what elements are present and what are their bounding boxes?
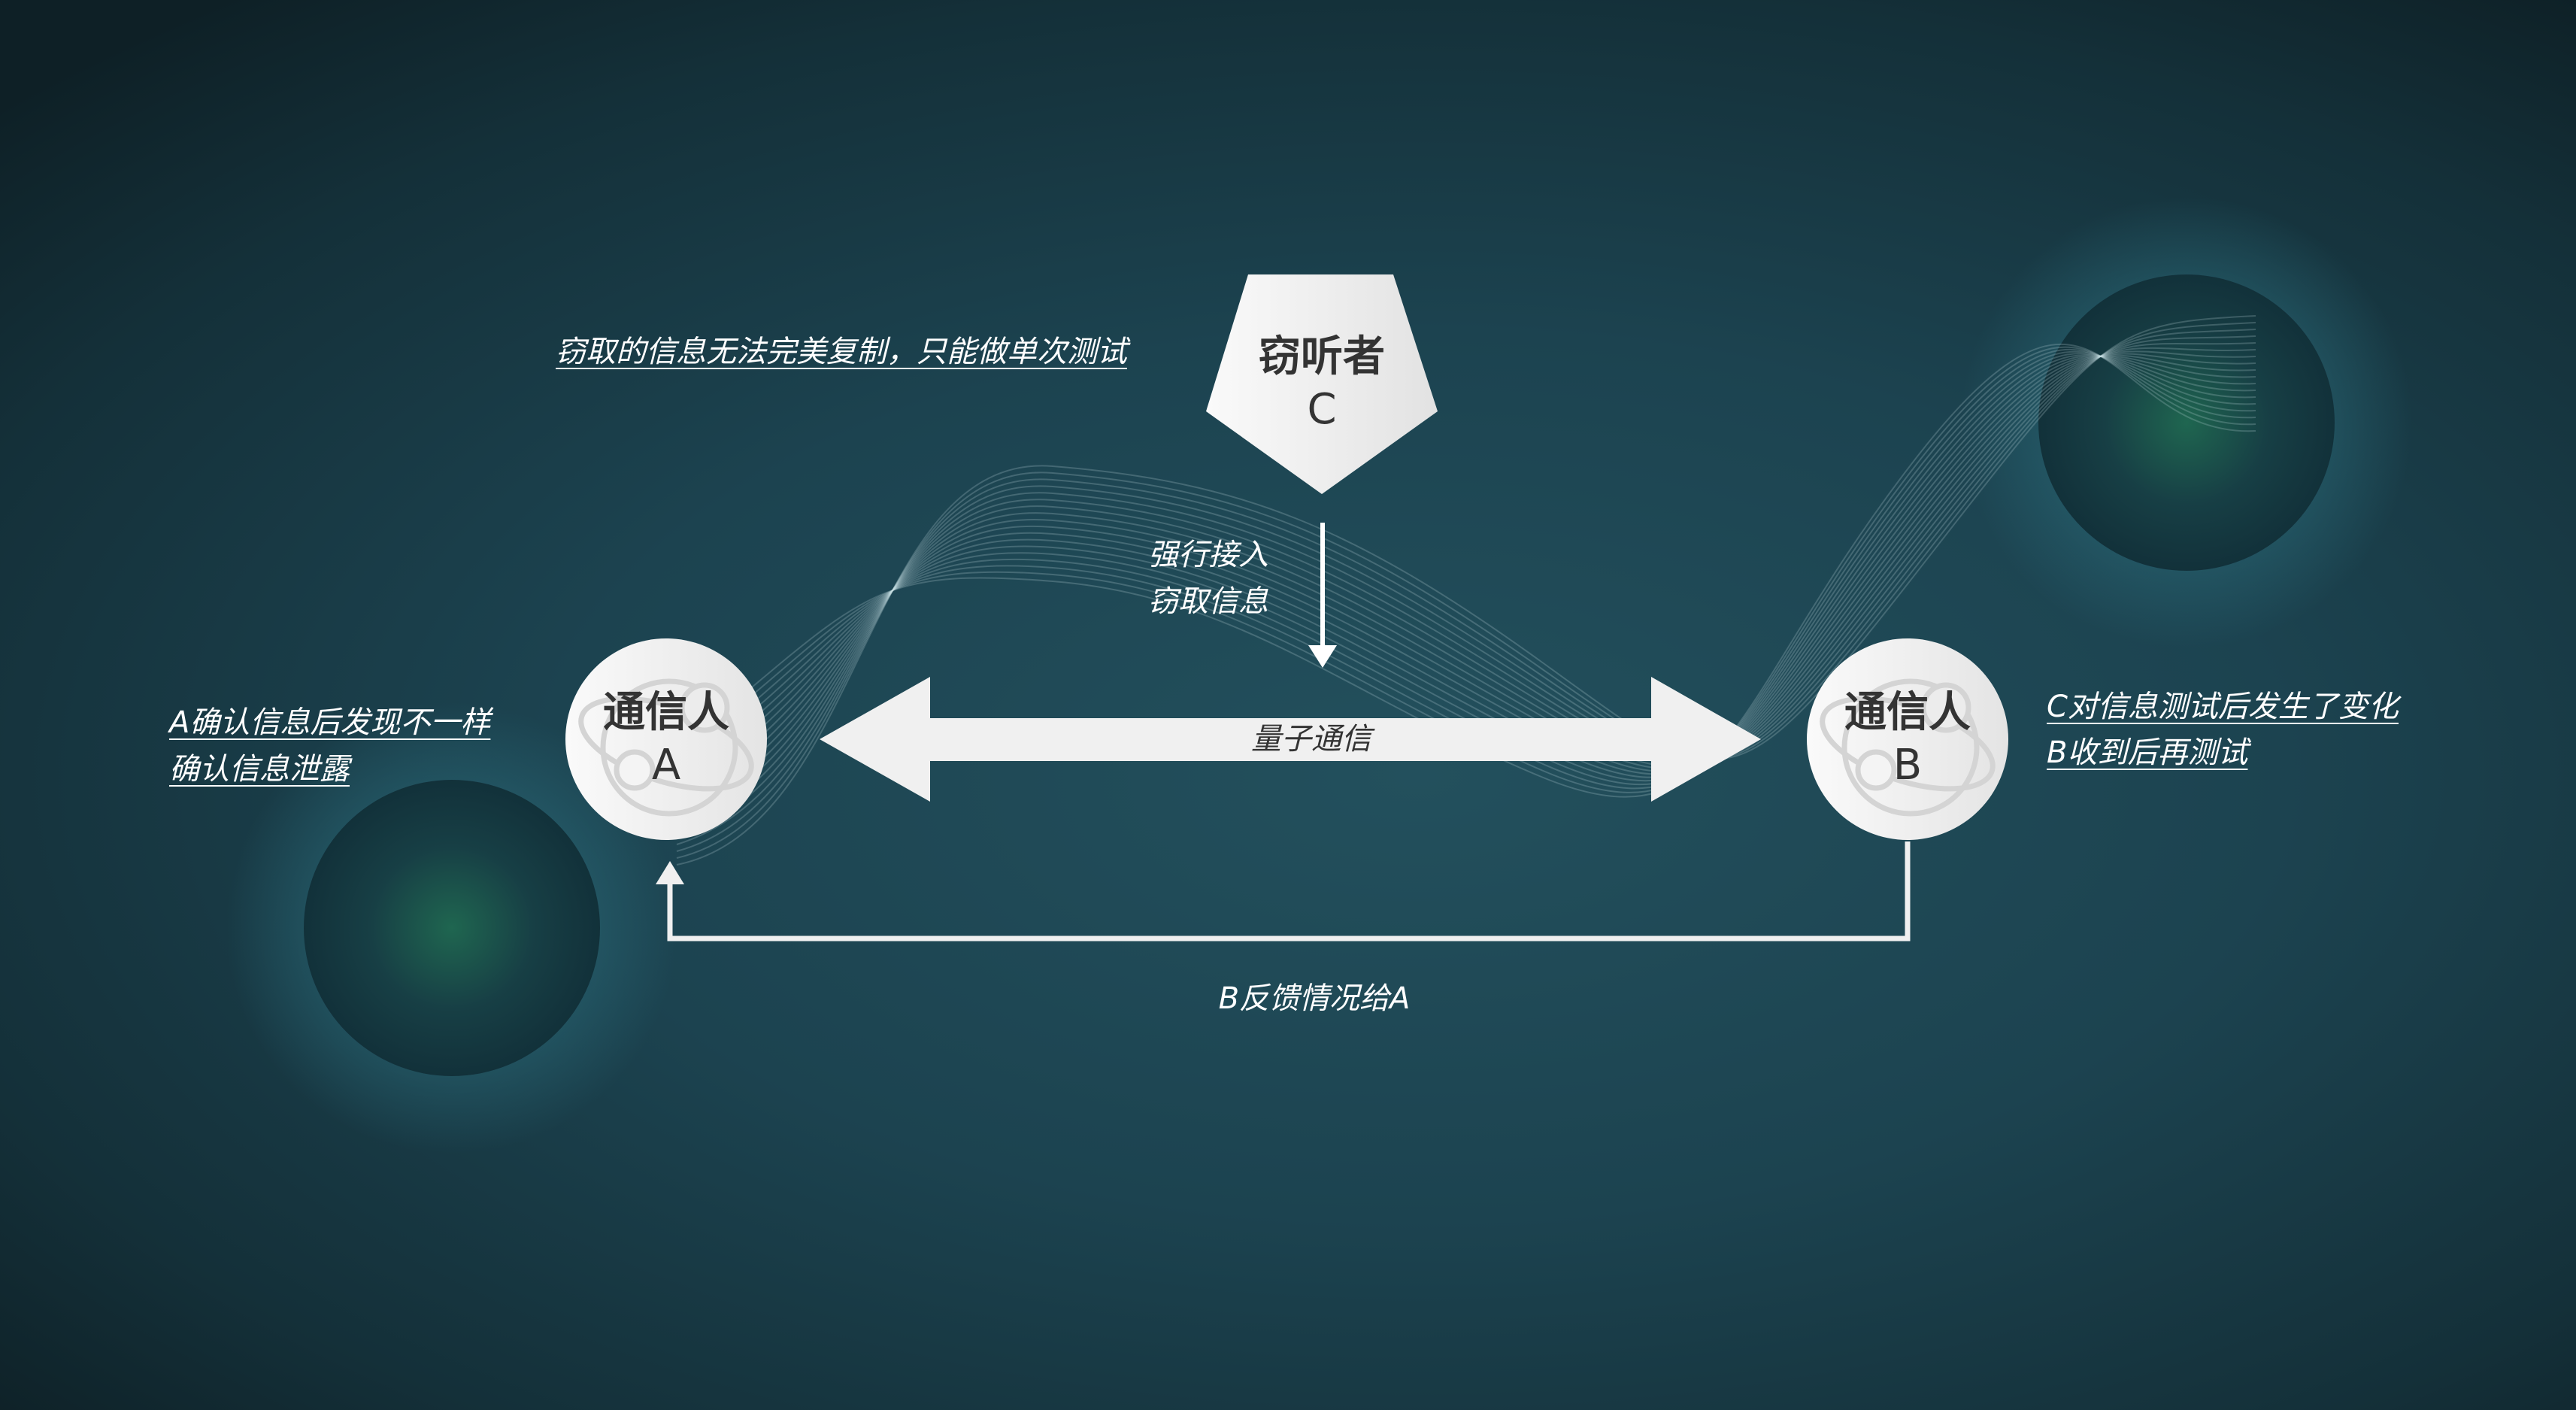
wave-line [676,347,2256,832]
eavesdropper-note: 窃取的信息无法完美复制，只能做单次测试 [556,335,1127,369]
feedback-label: B反馈情况给A [1218,981,1411,1016]
node-a-note-1: A确认信息后发现不一样 [169,705,491,740]
node-b-letter: B [1893,741,1923,790]
orb-right [2038,274,2335,571]
feedback-arrow-head [656,861,684,884]
node-b-title: 通信人 [1844,688,1971,737]
wave-lines [676,315,2256,866]
eavesdropper-letter: C [1307,385,1337,434]
node-a-note-2: 确认信息泄露 [169,752,350,787]
wave-line [676,315,2256,866]
wave-line [676,342,2256,838]
wave-line [676,335,2256,845]
intrusion-arrow-head [1308,645,1337,668]
eavesdropper-title: 窃听者 [1259,332,1385,381]
wave-line [676,354,2256,811]
atom-icon [1820,678,1996,817]
wave-line [676,329,2256,852]
feedback-line [667,841,1911,942]
node-b: 通信人 B [1807,638,2008,840]
wave-line [676,322,2256,859]
wave-line [676,350,2256,825]
channel-label: 量子通信 [1251,722,1371,757]
wave-line [676,353,2256,818]
node-a-letter: A [651,741,681,790]
wave-line [676,346,2256,793]
quantum-channel-arrow [820,677,1761,802]
wave-line [676,350,2256,785]
node-b-note-1: C对信息测试后发生了变化 [2047,690,2399,724]
intrusion-label-2: 窃取信息 [1148,584,1268,619]
eavesdropper-pentagon [1206,274,1438,494]
eavesdropper-node: 窃听者 C [1206,331,1438,436]
intrusion-label-1: 强行接入 [1148,538,1268,572]
wave-line [676,343,2256,798]
atom-icon [578,678,754,817]
node-b-note-2: B收到后再测试 [2047,735,2248,770]
node-a-title: 通信人 [603,688,729,737]
wave-line [676,349,2256,790]
orb-left [304,780,600,1076]
node-a: 通信人 A [565,638,767,840]
